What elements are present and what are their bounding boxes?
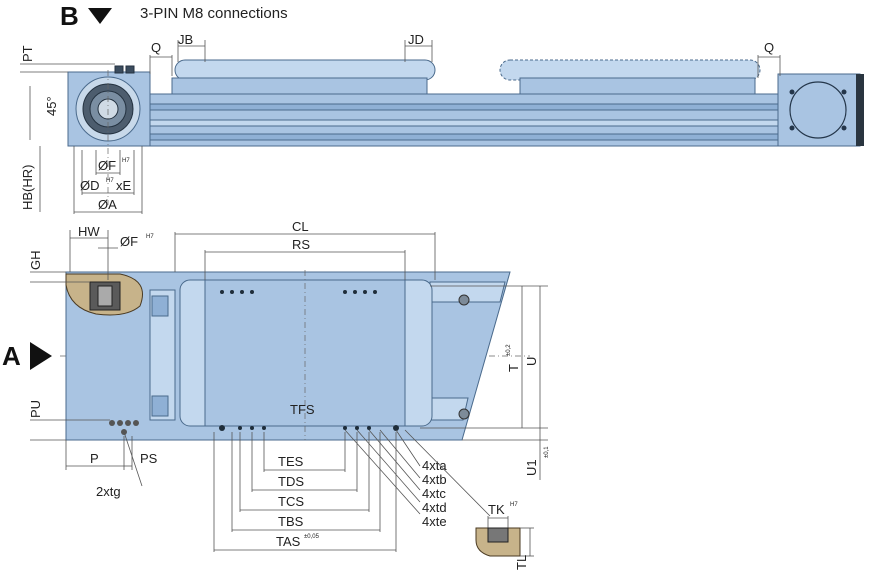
dim-pt: PT: [20, 45, 35, 62]
dim-t: T: [506, 364, 521, 372]
top-carriage-right: [519, 77, 756, 97]
dim-hw: HW: [78, 224, 100, 239]
dim-xtc: 4xtc: [422, 486, 446, 501]
dim-q-left: Q: [151, 40, 161, 55]
dim-u1: U1: [524, 459, 539, 476]
dim-pu: PU: [28, 400, 43, 418]
svg-text:H7: H7: [146, 234, 154, 240]
dim-xte: 4xte: [422, 514, 447, 529]
svg-text:H7: H7: [122, 158, 130, 164]
dim-p: P: [90, 451, 99, 466]
dim-xe: xE: [116, 178, 132, 193]
dim-xtg: 2xtg: [96, 484, 121, 499]
dim-ps: PS: [140, 451, 158, 466]
svg-text:±0,2: ±0,2: [506, 344, 512, 356]
connections-note: 3-PIN M8 connections: [140, 5, 288, 22]
dim-tcs: TCS: [278, 494, 304, 509]
view-a-arrow-icon: [30, 342, 52, 370]
dim-tk: TK: [488, 502, 505, 517]
dim-u: U: [524, 357, 539, 366]
dim-xtd: 4xtd: [422, 500, 447, 515]
dim-oa: ØA: [98, 197, 117, 212]
top-carriage-cover-right: [499, 59, 761, 81]
top-carriage-cover-left: [174, 59, 436, 81]
connector-icon: [114, 65, 124, 74]
top-carriage-left: [171, 77, 428, 97]
svg-text:H7: H7: [510, 502, 518, 508]
dim-tbs: TBS: [278, 514, 304, 529]
dim-jd: JD: [408, 32, 424, 47]
dim-hb: HB(HR): [20, 165, 35, 211]
dim-angle: 45°: [44, 96, 59, 116]
dim-rs: RS: [292, 237, 310, 252]
carriage-holes-top: [219, 290, 399, 431]
dim-tfs: TFS: [290, 402, 315, 417]
dim-od: ØD: [80, 178, 100, 193]
dim-gh: GH: [28, 251, 43, 271]
dim-cl: CL: [292, 219, 309, 234]
svg-text:H7: H7: [106, 178, 114, 184]
dim-tes: TES: [278, 454, 304, 469]
view-a-label: A: [2, 341, 21, 371]
view-b-arrow-icon: [88, 8, 112, 24]
dim-tl: TL: [514, 555, 529, 570]
dim-xtb: 4xtb: [422, 472, 447, 487]
dim-tas: TAS: [276, 534, 301, 549]
view-b-label: B: [60, 1, 79, 31]
dim-of-front: ØF: [120, 234, 138, 249]
dim-jb: JB: [178, 32, 193, 47]
svg-text:±0,05: ±0,05: [304, 534, 320, 540]
dim-xta: 4xta: [422, 458, 447, 473]
dim-of-top: ØF: [98, 158, 116, 173]
dim-tds: TDS: [278, 474, 304, 489]
svg-text:±0,1: ±0,1: [544, 446, 550, 458]
dim-q-right: Q: [764, 40, 774, 55]
connector-icon: [125, 65, 135, 74]
